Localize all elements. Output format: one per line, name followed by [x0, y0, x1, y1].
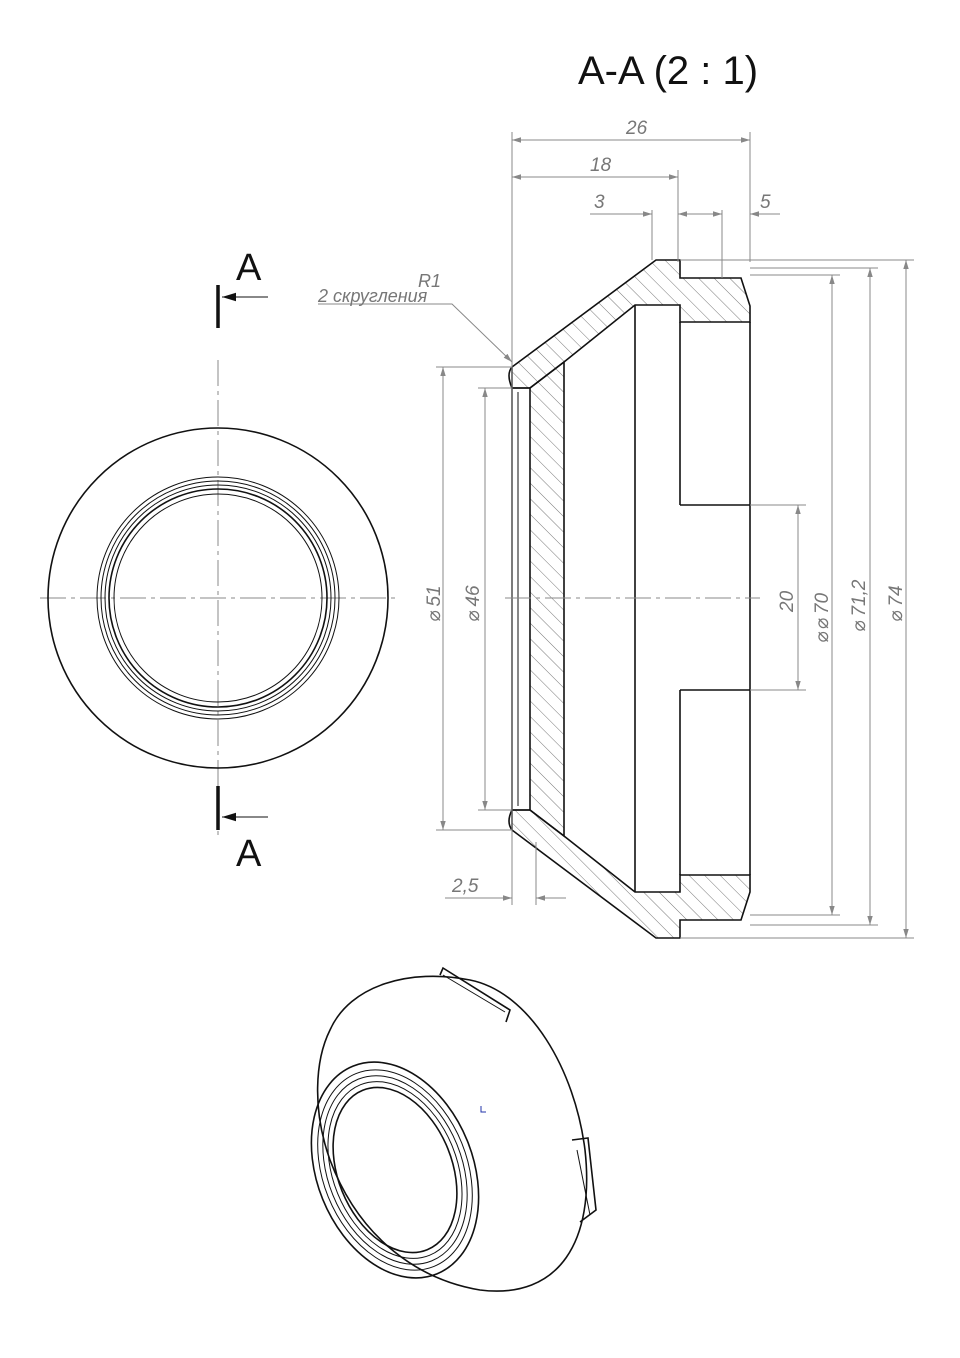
dim-value-70: 70	[812, 593, 833, 615]
leader-r1	[318, 303, 513, 363]
hatched-front-plate	[529, 360, 565, 838]
dim-label-26: 26	[625, 118, 648, 139]
dim-value-71-2: 71,2	[849, 579, 870, 616]
dim-label-51: ⌀ 51	[424, 585, 445, 622]
thread-circle-2	[100, 480, 336, 716]
drawing-title: A-A (2 : 1)	[578, 49, 758, 93]
callout-radius: R1	[418, 271, 441, 291]
front-view: A A	[40, 247, 400, 875]
diameter-symbol-74: ⌀	[886, 610, 907, 622]
tab-top	[439, 966, 511, 1023]
diameter-symbol-51: ⌀	[424, 610, 445, 622]
callout-note: 2 скругления	[317, 286, 428, 306]
dim-label-3: 3	[594, 192, 605, 213]
dim-label-70: ⌀⌀ 70	[812, 593, 833, 643]
axis-mark-icon	[480, 1106, 486, 1113]
thread-ring-1	[317, 1069, 473, 1271]
thread-circle-1	[96, 476, 340, 720]
dim-label-20: 20	[777, 590, 798, 613]
tab-top-edge	[442, 974, 506, 1013]
dim-label-5: 5	[760, 192, 771, 213]
outer-circle	[47, 427, 389, 769]
dim-label-71-2: ⌀ 71,2	[849, 579, 870, 632]
hatched-wall-bottom	[511, 809, 751, 939]
section-label-bottom: A	[236, 833, 262, 875]
tab-side	[571, 1137, 597, 1223]
front-face-outer	[310, 1061, 480, 1279]
dome-outline	[316, 975, 588, 1292]
bore-circle	[108, 488, 328, 708]
thread-ring-2	[322, 1075, 468, 1265]
dim-label-18: 18	[590, 155, 612, 176]
inner-bore	[332, 1086, 458, 1254]
tab-side-edge	[576, 1149, 591, 1216]
thread-circle-3	[104, 484, 332, 712]
section-label-top: A	[236, 247, 262, 289]
section-view	[505, 259, 760, 939]
diameter-symbol-46: ⌀	[463, 610, 484, 622]
dim-label-74: ⌀ 74	[886, 585, 907, 622]
diameter-symbol-70b: ⌀	[812, 618, 833, 630]
hatched-wall-top	[511, 259, 751, 389]
thread-ring-3	[327, 1081, 463, 1259]
dim-value-46: 46	[463, 585, 484, 607]
diameter-symbol-70a: ⌀	[812, 631, 833, 643]
dim-value-74: 74	[886, 585, 907, 606]
inner-circle	[113, 493, 323, 703]
dim-value-51: 51	[424, 585, 445, 606]
dim-label-2-5: 2,5	[451, 876, 479, 897]
dimensions: 26 18 3 5 R1 2 скругления ⌀ 51 ⌀ 46 20	[317, 118, 914, 939]
diameter-symbol-71-2: ⌀	[849, 620, 870, 632]
isometric-view	[310, 966, 597, 1292]
dim-label-46: ⌀ 46	[463, 585, 484, 622]
